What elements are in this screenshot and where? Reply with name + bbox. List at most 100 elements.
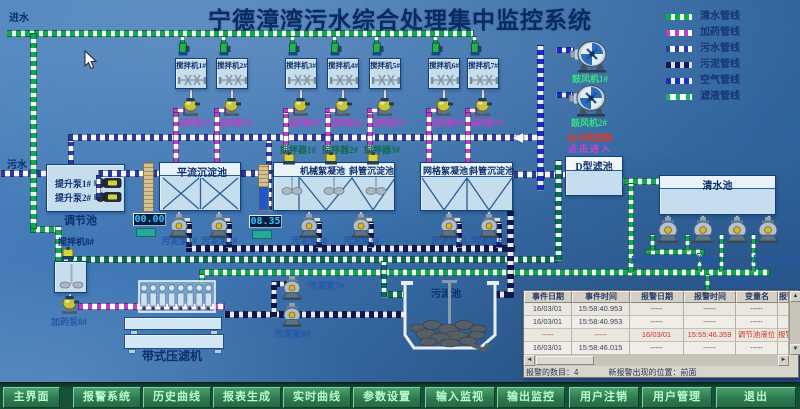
dosing-pump2-icon[interactable] [221, 97, 242, 118]
scroll-down-icon[interactable]: ▼ [790, 344, 800, 355]
alarm-cell: 15:58:40.953 [572, 303, 630, 316]
backwash-pump4-icon[interactable] [756, 216, 781, 244]
blower2-fan-icon[interactable] [567, 84, 607, 118]
alarm-col-header-2[interactable]: 事件时间 [572, 291, 630, 303]
alarm-col-header-3[interactable]: 报警日期 [630, 291, 684, 303]
backwash-notice-magenta[interactable]: 点击进入 [567, 144, 612, 154]
level-tag-2[interactable] [252, 230, 272, 239]
hscroll-thumb[interactable] [536, 356, 594, 365]
dosing-pump4-icon[interactable] [332, 97, 353, 118]
pipe-dosing5-stub [367, 108, 379, 113]
alarm-cell: ----- [630, 303, 684, 316]
backwash-pump1-icon[interactable] [656, 216, 681, 244]
belt-press-foot [214, 349, 222, 354]
menu-button-2[interactable]: 报警系统 [73, 387, 141, 408]
pipe-dosing3-stub [283, 108, 295, 113]
belt-press-bar1 [124, 317, 222, 330]
sludge-pump8-icon[interactable] [281, 302, 304, 328]
menu-button-5[interactable]: 实时曲线 [283, 387, 351, 408]
alarm-table-row-1[interactable]: 16/03/01 15:58:40.953 ----- ----- ----- [524, 303, 789, 316]
mixer6-tank[interactable]: 搅拌机6# [428, 58, 460, 89]
legend-swatch-clean-water [666, 14, 692, 20]
alarm-cell: 调节池液位 [736, 329, 778, 342]
sludge-pump3-icon[interactable] [298, 213, 321, 239]
dosing-pump6-icon[interactable] [433, 97, 454, 118]
d-filter-label: D型滤池 [575, 162, 613, 173]
agitator3-motor-icon [366, 151, 380, 165]
alarm-table-row-3[interactable]: ----- ----- 16/03/01 15:55:46.359 调节池液位 … [524, 329, 789, 342]
mixer2-label: 搅拌机2# [217, 61, 247, 70]
pipe-dosing6-drop [426, 112, 432, 163]
level-tag-1[interactable] [136, 228, 156, 237]
sludge-pump4-icon[interactable] [350, 213, 373, 239]
mixer8-label: 搅拌机8# [58, 237, 95, 247]
alarm-cell: ----- [736, 342, 778, 355]
alarm-col-header-1[interactable]: 事件日期 [524, 291, 572, 303]
menu-button-8[interactable]: 输出监控 [497, 387, 565, 408]
scroll-right-icon[interactable]: ► [778, 355, 789, 366]
sludge-pump6-icon[interactable] [478, 213, 501, 239]
dosing-pump7-icon[interactable] [472, 97, 493, 118]
dosing-pump2-label: 加药泵2# [215, 118, 252, 128]
mixer1-tank[interactable]: 搅拌机1# [175, 58, 207, 89]
backwash-notice-red[interactable]: 反冲洗控制 [567, 133, 613, 143]
alarm-col-header-5[interactable]: 变量名 [736, 291, 778, 303]
sludge-pump5-icon[interactable] [438, 213, 461, 239]
combo1-tank[interactable]: 机械絮凝池斜管沉淀池 [273, 162, 396, 212]
level-gauge-1 [143, 162, 154, 212]
clear-water-tank[interactable]: 清水池 [659, 175, 776, 215]
mixer5-tank[interactable]: 搅拌机5# [369, 58, 401, 89]
d-filter-tank[interactable]: D型滤池 [565, 156, 623, 196]
alarm-col-header-4[interactable]: 报警时间 [684, 291, 736, 303]
pipe-dosing7-drop [465, 112, 471, 163]
sludge-pump2-icon[interactable] [208, 213, 231, 239]
belt-press-rollers-icon[interactable] [138, 280, 216, 314]
menu-button-10[interactable]: 用户管理 [642, 387, 712, 408]
flow-arrow-left-icon [508, 133, 523, 143]
horizontal-sed-tank[interactable]: 平流沉淀池 [159, 162, 241, 211]
dosing-pump5-icon[interactable] [374, 97, 395, 118]
backwash-pump2-icon[interactable] [691, 216, 716, 244]
dosing-pump1-label: 加药泵1# [174, 118, 211, 128]
mech-floc-label: 机械絮凝池 [300, 166, 346, 176]
sludge-pump4-label: 污泥泵4# [342, 236, 379, 246]
pipe-regulating-to-sed [98, 170, 160, 177]
menu-button-9[interactable]: 用户注销 [569, 387, 639, 408]
alarm-col-header-6[interactable]: 报警类型 [778, 291, 789, 303]
menu-button-1[interactable]: 主界面 [3, 387, 60, 408]
blower1-fan-icon[interactable] [568, 40, 608, 74]
mixer3-tank[interactable]: 搅拌机3# [285, 58, 317, 89]
menu-button-6[interactable]: 参数设置 [353, 387, 421, 408]
bottom-menu-bar: 主界面 报警系统 历史曲线 报表生成 实时曲线 参数设置 输入监视 输出监控 用… [0, 382, 800, 409]
alarm-table-vscrollbar[interactable]: ▲▼ [789, 291, 800, 355]
dosing-pump3-icon[interactable] [290, 97, 311, 118]
clear-water-label: 清水池 [702, 181, 733, 192]
mixer4-tank[interactable]: 搅拌机4# [327, 58, 359, 89]
combo2-tank[interactable]: 网格絮凝池斜管沉淀池 [420, 162, 514, 212]
menu-button-4[interactable]: 报表生成 [213, 387, 281, 408]
alarm-count: 报警的数目：4 [526, 368, 579, 377]
alarm-table-row-4[interactable]: 16/03/01 15:58:46.015 ----- ----- ----- [524, 342, 789, 355]
horizontal-sed-hoppers-icon [162, 177, 239, 210]
alarm-table-hscrollbar[interactable]: ◄► [524, 355, 789, 366]
menu-button-11[interactable]: 退出 [716, 387, 796, 408]
sludge-tank[interactable] [398, 276, 502, 354]
dosing-pump1-icon[interactable] [180, 97, 201, 118]
mixer2-tank[interactable]: 搅拌机2# [216, 58, 248, 89]
alarm-table-row-2[interactable]: 16/03/01 15:58:40.953 ----- ----- ----- [524, 316, 789, 329]
pipe-backwash3-drop [719, 234, 724, 272]
menu-button-7[interactable]: 输入监视 [425, 387, 495, 408]
backwash-pump3-icon[interactable] [725, 216, 750, 244]
pipe-dosing7-stub [465, 108, 477, 113]
alarm-cell: 报警 [778, 329, 789, 342]
dosing-pump8-icon[interactable] [59, 295, 80, 316]
sludge-pump1-icon[interactable] [168, 213, 191, 239]
menu-button-3[interactable]: 历史曲线 [143, 387, 211, 408]
scroll-up-icon[interactable]: ▲ [790, 291, 800, 302]
sludge-pump7-icon[interactable] [281, 275, 304, 301]
horizontal-sed-label: 平流沉淀池 [177, 168, 227, 179]
mixer8-tank[interactable] [54, 261, 87, 293]
belt-press-bar2 [124, 334, 224, 349]
mixer7-tank[interactable]: 搅拌机7# [467, 58, 499, 89]
scroll-left-icon[interactable]: ◄ [524, 355, 535, 366]
